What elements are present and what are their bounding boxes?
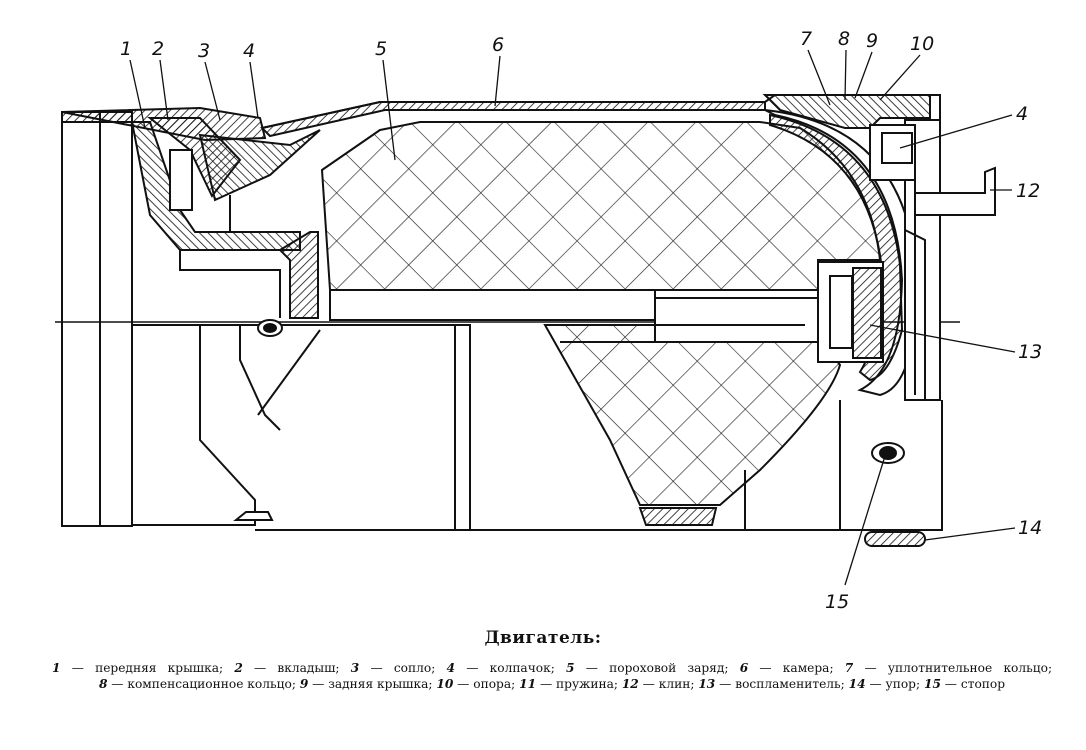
legend-text: — передняя крышка;: [60, 661, 224, 675]
outer-body: [132, 324, 943, 531]
label-12: 12: [1016, 180, 1040, 202]
front-cover: [61, 111, 133, 527]
legend-number: 10: [436, 677, 454, 691]
legend-number: 14: [848, 677, 866, 691]
label-1: 1: [120, 38, 132, 60]
legend-number: 6: [739, 661, 749, 675]
legend-text: — упор;: [865, 677, 921, 691]
rear-cover: [869, 119, 941, 401]
label-8: 8: [838, 28, 850, 50]
legend-text: — компенсационное кольцо;: [107, 677, 296, 691]
label-4a: 4: [243, 40, 255, 62]
legend-text: — вкладыш;: [242, 661, 340, 675]
legend-text: — задняя крышка;: [308, 677, 433, 691]
legend-item: 2 — вкладыш;: [234, 661, 339, 675]
stopper: [871, 442, 905, 464]
label-6: 6: [492, 34, 504, 56]
figure-caption: Двигатель:: [484, 628, 602, 648]
legend-item: 6 — камера;: [740, 661, 834, 675]
legend-item: 13 — воспламенитель;: [698, 677, 844, 691]
label-4b: 4: [1016, 103, 1028, 125]
legend-number: 5: [566, 661, 575, 675]
legend-item: 7 — уплотнительное кольцо;: [845, 661, 1052, 675]
igniter: [817, 261, 884, 363]
legend-number: 12: [621, 677, 639, 691]
engine-section-drawing: 1 2 3 4 5 6 7 8 9 10 4 12 13 14 15: [55, 28, 1042, 613]
legend-text: — колпачок;: [455, 661, 555, 675]
legend-number: 1: [52, 661, 61, 675]
leader-lines: [129, 49, 1016, 586]
label-14: 14: [1018, 517, 1042, 539]
central-tube: [329, 289, 821, 343]
legend-number: 3: [350, 661, 360, 675]
legend-text: — камера;: [748, 661, 834, 675]
label-7: 7: [800, 28, 812, 50]
legend-text: — сопло;: [359, 661, 436, 675]
wedge: [914, 166, 996, 216]
lower-screw: [257, 319, 283, 337]
label-5: 5: [375, 38, 387, 60]
legend-item: 15 — стопор: [924, 677, 1005, 691]
legend-text: — опора;: [453, 677, 516, 691]
label-15: 15: [825, 591, 849, 613]
legend-item: 4 — колпачок;: [447, 661, 555, 675]
stop-part: [864, 531, 926, 547]
legend-item: 10 — опора;: [436, 677, 515, 691]
label-9: 9: [866, 30, 878, 52]
legend-item: 9 — задняя крышка;: [300, 677, 433, 691]
label-13: 13: [1018, 341, 1042, 363]
legend-number: 15: [923, 677, 941, 691]
legend-item: 12 — клин;: [622, 677, 695, 691]
legend-text: — уплотнительное кольцо;: [853, 661, 1053, 675]
label-2: 2: [152, 38, 164, 60]
legend-number: 2: [234, 661, 243, 675]
legend-text: — стопор: [940, 677, 1006, 691]
legend-number: 8: [98, 677, 108, 691]
legend-item: 11 — пружина;: [519, 677, 618, 691]
legend-item: 14 — упор;: [849, 677, 920, 691]
legend-number: 7: [844, 661, 854, 675]
legend-item: 8 — компенсационное кольцо;: [99, 677, 296, 691]
legend-text: — пружина;: [536, 677, 618, 691]
legend-number: 4: [446, 661, 456, 675]
figure-legend: 1 — передняя крышка; 2 — вкладыш; 3 — со…: [52, 660, 1052, 692]
legend-number: 13: [698, 677, 716, 691]
part-labels: 1 2 3 4 5 6 7 8 9 10 4 12 13 14 15: [120, 28, 1042, 613]
legend-number: 9: [299, 677, 309, 691]
label-10: 10: [910, 33, 934, 55]
legend-item: 1 — передняя крышка;: [52, 661, 223, 675]
powder-charge: [320, 121, 882, 526]
legend-item: 5 — пороховой заряд;: [566, 661, 728, 675]
legend-text: — воспламенитель;: [715, 677, 845, 691]
legend-text: — клин;: [638, 677, 695, 691]
legend-number: 11: [519, 677, 537, 691]
label-3: 3: [198, 40, 210, 62]
nozzle-assembly: [61, 106, 321, 319]
legend-item: 3 — сопло;: [351, 661, 436, 675]
legend-text: — пороховой заряд;: [574, 661, 729, 675]
